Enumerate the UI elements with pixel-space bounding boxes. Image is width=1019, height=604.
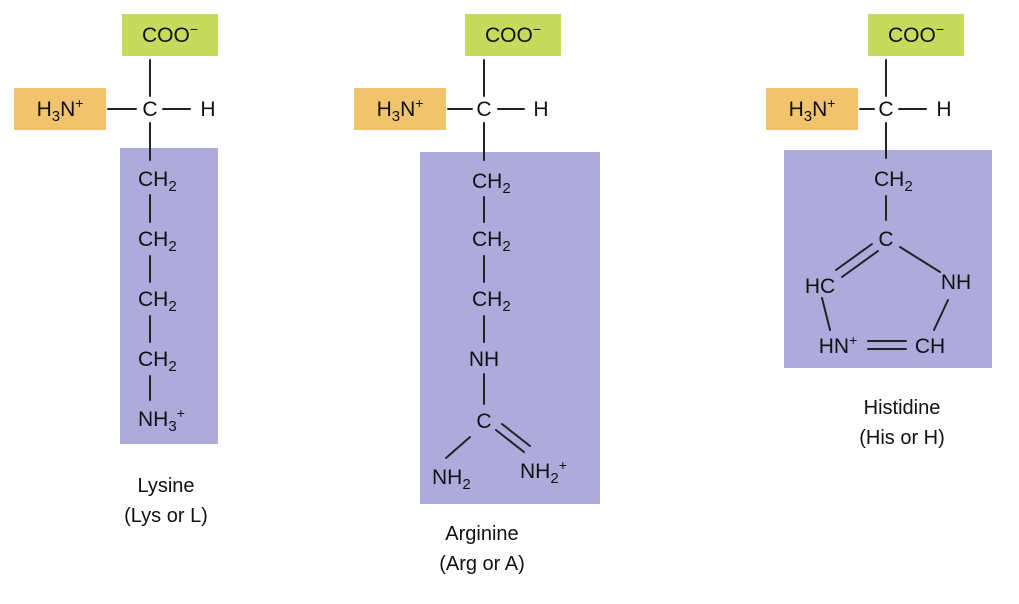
histidine-hydrogen: H [936,98,951,121]
arginine-guanidino-carbon: C [476,410,491,433]
arginine-bond-nh2 [445,436,471,459]
histidine-amino-box [766,88,858,130]
lysine-ch2-4: CH2 [138,348,177,375]
lysine-nh3: NH3+ [138,405,185,435]
histidine-structure: COO− H3N+ C H CH2 C HC NH HN+ CH Histidi… [766,14,992,449]
lysine-amino-box [14,88,106,130]
histidine-bond-c-nh [899,246,941,273]
histidine-hn-plus: HN+ [819,332,858,358]
histidine-abbreviation: (His or H) [859,427,945,449]
arginine-alpha-carbon: C [476,98,491,121]
arginine-side-chain-box [420,152,600,504]
histidine-ch: CH [915,335,945,358]
lysine-carboxyl-label: COO− [142,21,198,47]
arginine-carboxyl-label: COO− [485,21,541,47]
arginine-abbreviation: (Arg or A) [439,553,525,575]
lysine-amino-label: H3N+ [37,95,84,125]
histidine-carboxyl-box [868,14,964,56]
histidine-alpha-carbon: C [878,98,893,121]
arginine-carboxyl-box [465,14,561,56]
lysine-ch2-2: CH2 [138,228,177,255]
arginine-nh2-plus: NH2+ [520,457,567,487]
arginine-amino-label: H3N+ [377,95,424,125]
arginine-bond-double-a [495,429,525,453]
histidine-bond-double-b [841,250,879,278]
lysine-carboxyl-box [122,14,218,56]
histidine-hc: HC [805,275,835,298]
histidine-bond-hc-hn [821,297,831,331]
histidine-name: Histidine [864,397,941,419]
lysine-structure: COO− H3N+ C H CH2 CH2 CH2 CH2 NH3+ Lysin… [14,14,218,527]
lysine-ch2-1: CH2 [138,168,177,195]
histidine-carboxyl-label: COO− [888,21,944,47]
arginine-ch2-2: CH2 [472,228,511,255]
arginine-amino-box [354,88,446,130]
lysine-name: Lysine [137,475,194,497]
histidine-ch2: CH2 [874,168,913,195]
histidine-side-chain-box [784,150,992,368]
arginine-nh2: NH2 [432,466,471,493]
arginine-ch2-3: CH2 [472,288,511,315]
lysine-ch2-3: CH2 [138,288,177,315]
arginine-bond-double-b [501,423,531,447]
arginine-hydrogen: H [533,98,548,121]
lysine-alpha-carbon: C [142,98,157,121]
histidine-ring-carbon: C [878,228,893,251]
histidine-bond-nh-ch [933,299,949,331]
histidine-nh: NH [941,271,971,294]
histidine-amino-label: H3N+ [789,95,836,125]
lysine-abbreviation: (Lys or L) [124,505,208,527]
lysine-side-chain-box [120,148,218,444]
arginine-nh: NH [469,348,499,371]
arginine-ch2-1: CH2 [472,170,511,197]
arginine-name: Arginine [445,523,518,545]
lysine-hydrogen: H [200,98,215,121]
arginine-structure: COO− H3N+ C H CH2 CH2 CH2 NH C NH2 NH2+ … [354,14,600,575]
histidine-bond-double-a [835,243,873,271]
